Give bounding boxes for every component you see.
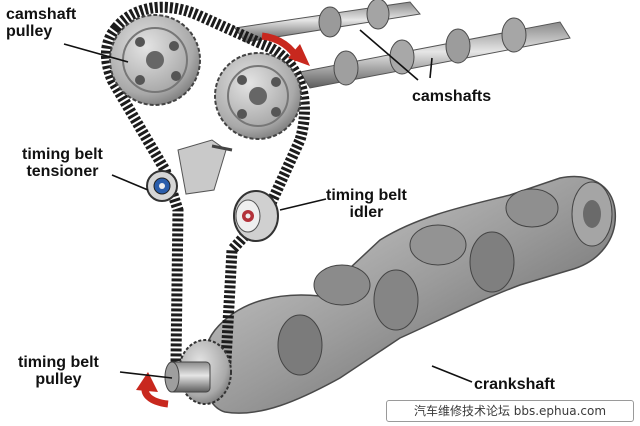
label-crank-pulley-line2: pulley [35, 371, 82, 388]
forum-watermark: 汽车维修技术论坛 bbs.ephua.com [386, 400, 634, 422]
timing-belt-tensioner-illustration [146, 139, 233, 202]
label-idler-line2: idler [349, 204, 384, 221]
label-idler-line1: timing belt [326, 187, 407, 204]
camshafts-illustration [234, 0, 571, 89]
label-camshafts-text: camshafts [412, 88, 492, 105]
leader-camshaft-pulley [63, 43, 129, 63]
label-camshaft-pulley: camshaft pulley [6, 6, 76, 40]
label-camshaft-pulley-line1: camshaft [6, 6, 77, 23]
camshaft-pulley-right [214, 52, 302, 140]
label-timing-belt-tensioner: timing belt tensioner [22, 146, 103, 180]
leader-camshafts-2 [429, 57, 433, 79]
camshaft-pulley-left [109, 14, 201, 106]
rotation-arrow-camshaft-head [288, 44, 310, 66]
timing-belt-idler-illustration [233, 190, 279, 242]
crankshaft-illustration [202, 175, 617, 414]
label-crank-pulley-line1: timing belt [18, 354, 99, 371]
label-crankshaft: crankshaft [474, 376, 555, 393]
label-timing-belt-idler: timing belt idler [326, 187, 407, 221]
leader-crankshaft [431, 365, 473, 383]
label-tensioner-line2: tensioner [26, 163, 99, 180]
rotation-arrow-crankshaft-head [136, 372, 158, 392]
leader-lines [63, 29, 473, 383]
timing-belt-pulley-illustration [164, 339, 232, 405]
label-crankshaft-text: crankshaft [474, 376, 555, 393]
leader-camshafts-1 [359, 29, 419, 81]
label-camshaft-pulley-line2: pulley [6, 23, 53, 40]
label-camshafts: camshafts [412, 88, 491, 105]
leader-idler [279, 198, 327, 211]
label-tensioner-line1: timing belt [22, 146, 103, 163]
leader-tensioner [111, 174, 149, 191]
label-timing-belt-pulley: timing belt pulley [18, 354, 99, 388]
leader-crank-pulley [119, 371, 173, 379]
